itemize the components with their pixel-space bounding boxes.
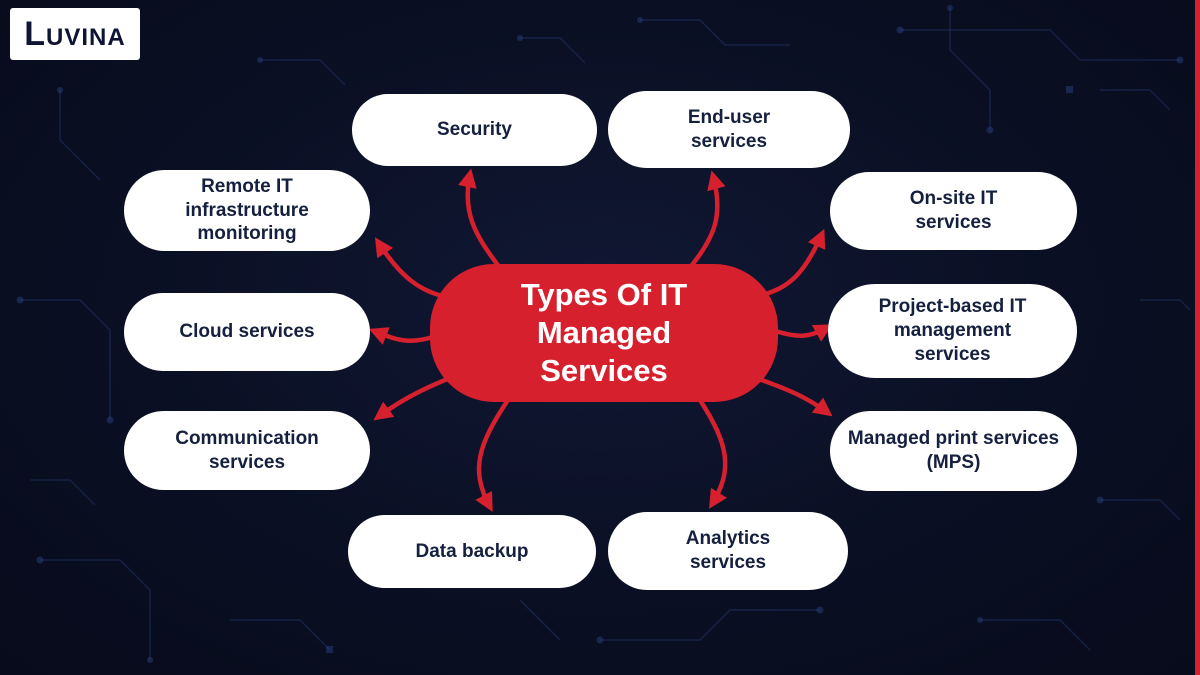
node-label: Remote IT infrastructure monitoring (185, 175, 309, 245)
right-edge-accent-bar (1195, 0, 1200, 675)
node-on-site-it-services: On-site IT services (830, 172, 1077, 250)
node-label: On-site IT services (909, 188, 998, 233)
node-label: Cloud services (179, 321, 315, 343)
node-security: Security (352, 94, 597, 166)
center-title-line: Managed (536, 315, 672, 351)
arrow-to-end-user-services (689, 170, 726, 268)
arrow-to-managed-print-services (753, 375, 833, 417)
logo-text: LUVINA (24, 14, 126, 53)
node-communication-services: Communication services (124, 411, 370, 490)
node-remote-it-infrastructure-monitoring: Remote IT infrastructure monitoring (124, 170, 370, 251)
center-title-line: Services (540, 352, 668, 388)
node-project-based-it-management-services: Project-based IT management services (828, 284, 1077, 378)
arrow-to-cloud-services (368, 327, 439, 345)
node-end-user-services: End-user services (608, 91, 850, 168)
arrow-to-remote-it-infrastructure-monitoring (374, 237, 455, 301)
node-cloud-services: Cloud services (124, 293, 370, 371)
node-data-backup: Data backup (348, 515, 596, 588)
arrow-to-communication-services (373, 375, 453, 421)
node-managed-print-services: Managed print services (MPS) (830, 411, 1077, 491)
luvina-logo: LUVINA (10, 8, 140, 60)
arrow-to-on-site-it-services (755, 228, 826, 299)
center-title-line: Types Of IT (520, 277, 688, 313)
node-label: Managed print services (MPS) (847, 428, 1060, 473)
node-label: Communication services (175, 427, 319, 473)
arrow-to-project-based-it-management-services (769, 324, 833, 342)
arrow-to-security (458, 168, 503, 271)
center-topic-node: Types Of IT Managed Services (430, 264, 778, 402)
node-analytics-services: Analytics services (608, 512, 848, 590)
node-label: End-user services (687, 106, 771, 152)
arrow-to-analytics-services (697, 397, 728, 509)
node-label: Project-based IT management services (878, 296, 1027, 365)
node-label: Analytics services (685, 528, 771, 573)
arrow-to-data-backup (475, 397, 511, 512)
node-label: Security (437, 119, 512, 141)
node-label: Data backup (415, 540, 529, 562)
